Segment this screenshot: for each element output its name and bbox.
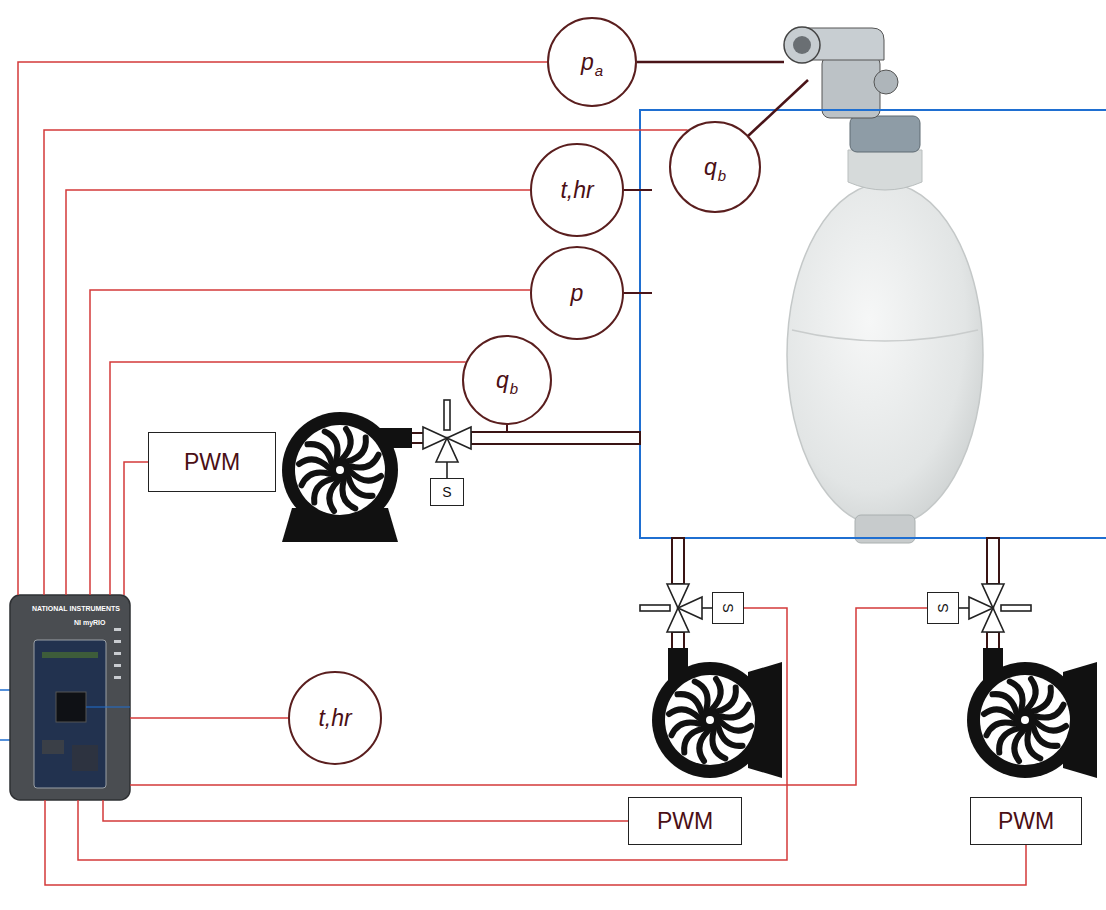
signal-wire bbox=[103, 800, 628, 821]
text-group: p bbox=[571, 282, 584, 305]
pwm-box: PWM bbox=[148, 432, 276, 492]
pwm-label: PWM bbox=[657, 808, 713, 834]
myrio-controller: NATIONAL INSTRUMENTS NI myRIO bbox=[10, 595, 130, 800]
sensor-circle: p bbox=[530, 246, 624, 340]
status-led bbox=[114, 652, 121, 655]
signal-wire bbox=[78, 608, 787, 860]
blower-fan bbox=[282, 412, 412, 542]
text-group: t,hr bbox=[560, 179, 593, 202]
solenoid-box: S bbox=[712, 592, 744, 624]
sensor-circle: t,hr bbox=[530, 143, 624, 237]
text-group: PWM bbox=[657, 810, 713, 833]
board-part bbox=[42, 740, 64, 754]
pipe bbox=[672, 632, 684, 650]
sensor-subscript: b bbox=[718, 167, 726, 184]
pipe bbox=[471, 432, 640, 444]
resuscitator-bag bbox=[784, 27, 983, 543]
solenoid-label: S bbox=[935, 603, 951, 612]
sensor-circle: qb bbox=[462, 335, 552, 425]
signal-wire bbox=[66, 190, 530, 595]
text-group: t,hr bbox=[318, 707, 351, 730]
pwm-box: PWM bbox=[970, 797, 1082, 845]
pipe bbox=[672, 538, 684, 584]
valve-stem bbox=[702, 607, 712, 609]
sensor-leader bbox=[624, 292, 652, 294]
sensor-leader bbox=[506, 425, 508, 432]
sensor-label: q bbox=[496, 367, 509, 393]
solenoid-label: S bbox=[720, 603, 736, 612]
sensor-leader bbox=[624, 189, 652, 191]
solenoid-box: S bbox=[927, 592, 959, 624]
signal-wire bbox=[44, 130, 688, 595]
board-trace bbox=[42, 652, 98, 658]
text-group: qb bbox=[496, 369, 518, 392]
enclosure-line bbox=[640, 110, 1106, 538]
circuit-board bbox=[34, 640, 106, 788]
sensor-label: t,hr bbox=[318, 705, 351, 731]
pwm-box: PWM bbox=[628, 797, 742, 845]
signal-wire bbox=[130, 717, 288, 719]
signal-wire bbox=[130, 608, 927, 785]
pwm-label: PWM bbox=[184, 449, 240, 475]
status-led bbox=[114, 640, 121, 643]
bag-body bbox=[787, 183, 983, 527]
pipe bbox=[987, 538, 999, 584]
sensor-circle: pa bbox=[547, 17, 637, 107]
three-way-valve bbox=[640, 584, 702, 632]
sensor-label: p bbox=[581, 49, 594, 75]
sensor-leader bbox=[748, 80, 808, 136]
pipe bbox=[987, 632, 999, 650]
text-group: PWM bbox=[998, 810, 1054, 833]
model-label: NI myRIO bbox=[74, 619, 106, 627]
valve-knob bbox=[874, 70, 898, 94]
text-group: pa bbox=[581, 51, 603, 74]
device-body bbox=[10, 595, 130, 800]
three-way-valve bbox=[423, 400, 471, 462]
sensor-circle: qb bbox=[669, 121, 761, 213]
pipe bbox=[410, 433, 424, 443]
signal-wire bbox=[18, 62, 547, 595]
valve-stem bbox=[959, 607, 969, 609]
sensor-subscript: b bbox=[510, 380, 518, 397]
solenoid-label: S bbox=[442, 484, 451, 500]
sensor-label: q bbox=[704, 154, 717, 180]
pwm-label: PWM bbox=[998, 808, 1054, 834]
status-led bbox=[114, 664, 121, 667]
blower-fan bbox=[967, 648, 1097, 778]
solenoid-box: S bbox=[430, 478, 464, 506]
sensor-leader bbox=[637, 61, 784, 64]
brand-label: NATIONAL INSTRUMENTS bbox=[32, 605, 120, 613]
valve-housing bbox=[822, 56, 880, 118]
sensor-circle: t,hr bbox=[288, 671, 382, 765]
valve-port-hole bbox=[793, 36, 811, 54]
text-group: S bbox=[720, 603, 736, 612]
sensor-subscript: a bbox=[595, 62, 603, 79]
signal-wire bbox=[124, 462, 148, 595]
three-way-valve bbox=[969, 584, 1031, 632]
status-led bbox=[114, 676, 121, 679]
signal-wire bbox=[110, 362, 466, 595]
valve-port bbox=[784, 27, 820, 63]
text-group: qb bbox=[704, 156, 726, 179]
bag-seam bbox=[792, 330, 978, 341]
status-led bbox=[114, 628, 121, 631]
bag-collar bbox=[850, 116, 920, 152]
bag-neck bbox=[848, 150, 922, 190]
blue-stub-line bbox=[86, 707, 130, 708]
myrio-device bbox=[10, 595, 130, 800]
valve-stem bbox=[446, 462, 448, 478]
board-chip bbox=[56, 692, 86, 722]
text-group: S bbox=[442, 484, 451, 500]
board-part bbox=[72, 745, 98, 771]
sensor-label: t,hr bbox=[560, 177, 593, 203]
sensor-label: p bbox=[571, 280, 584, 306]
text-group: S bbox=[935, 603, 951, 612]
signal-wire bbox=[45, 800, 1026, 885]
blower-fan bbox=[652, 648, 782, 778]
signal-wire bbox=[90, 290, 530, 595]
text-group: PWM bbox=[184, 451, 240, 474]
